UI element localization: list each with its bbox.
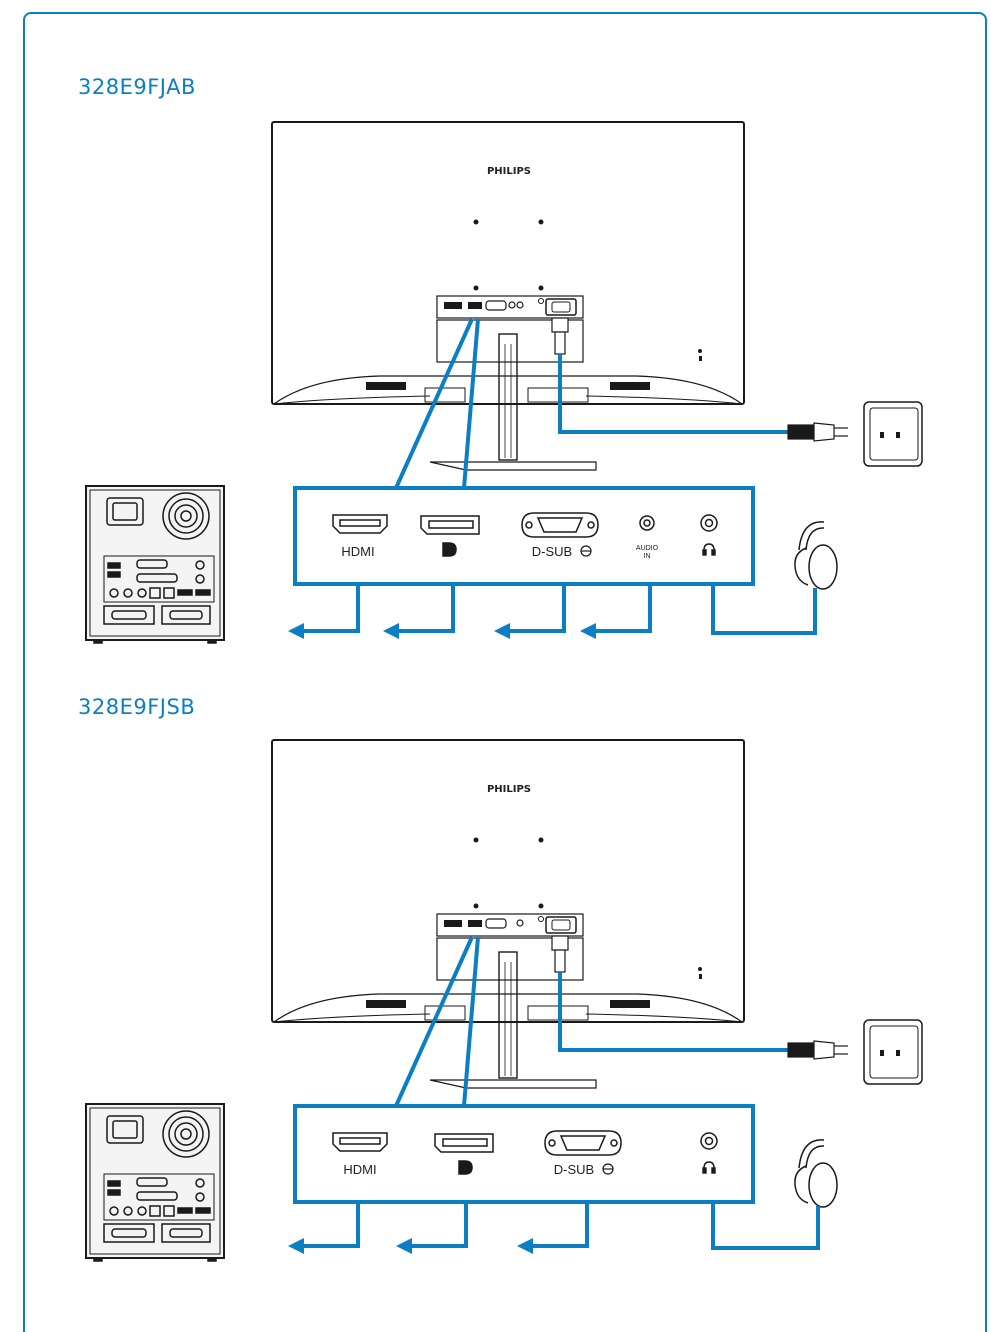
connection-diagram-1: PHILIPS HDMI D-SUB: [85, 121, 923, 644]
monitor-back-2: [271, 739, 745, 1089]
arrow-left-icon: [288, 623, 596, 639]
wall-socket-icon: [863, 401, 923, 467]
port-label-hdmi-2: HDMI: [343, 1162, 376, 1177]
vga-port-icon: [521, 512, 599, 538]
cables-2: [300, 1204, 820, 1250]
vga-input-icon: [602, 1163, 614, 1175]
hdmi-port-icon: [332, 1132, 388, 1152]
power-cable-1: [558, 354, 790, 434]
headphones-icon: [794, 1139, 838, 1208]
displayport-icon: [420, 515, 480, 557]
brand-logo-2: PHILIPS: [487, 784, 531, 795]
model-title-2: 328E9FJSB: [78, 695, 196, 719]
headphone-icon: [702, 1161, 716, 1174]
power-plug-icon: [787, 1040, 848, 1060]
port-label-dsub-2: D-SUB: [554, 1162, 594, 1177]
port-label-dsub: D-SUB: [532, 544, 572, 559]
pc-tower-icon: [85, 1103, 225, 1262]
power-cable-2: [558, 972, 790, 1052]
connection-diagram-2: PHILIPS HDMI D-SUB: [85, 739, 923, 1262]
power-plug-icon: [787, 422, 848, 442]
cables-1: [300, 586, 817, 635]
page-frame: [23, 12, 987, 1332]
headphone-icon: [702, 543, 716, 556]
arrow-left-icon: [288, 1238, 533, 1254]
vga-input-icon: [580, 545, 592, 557]
headphone-port-icon: [700, 1132, 718, 1150]
port-panel-2: [293, 1104, 755, 1204]
callout-lines-2: [394, 936, 480, 1107]
port-label-hdmi: HDMI: [341, 544, 374, 559]
port-panel-1: [293, 486, 755, 586]
hdmi-port-icon: [332, 514, 388, 534]
vga-port-icon: [544, 1130, 622, 1156]
brand-logo-1: PHILIPS: [487, 166, 531, 177]
port-label-in: IN: [644, 553, 651, 560]
headphone-port-icon: [700, 514, 718, 532]
displayport-icon: [434, 1133, 494, 1175]
headphones-icon: [794, 521, 838, 590]
wall-socket-icon: [863, 1019, 923, 1085]
model-title-1: 328E9FJAB: [78, 75, 196, 99]
pc-tower-icon: [85, 485, 225, 644]
audio-in-port-icon: [639, 515, 655, 531]
callout-lines-1: [394, 318, 480, 489]
port-label-audio: AUDIO: [636, 545, 659, 552]
